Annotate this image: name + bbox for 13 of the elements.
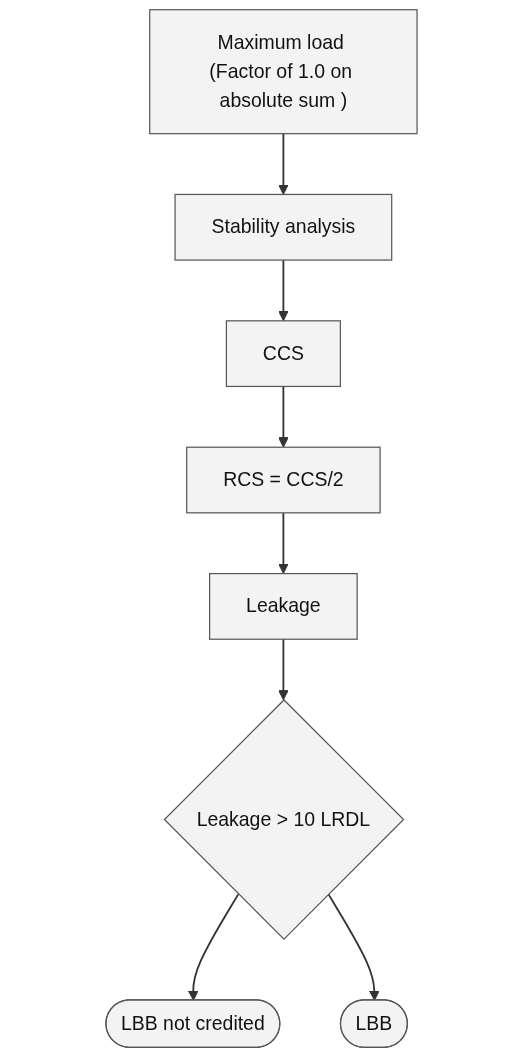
arrow — [327, 893, 380, 1001]
arrow — [278, 259, 289, 322]
node-box: RCS = CCS/2 — [186, 446, 381, 514]
arrow — [278, 385, 289, 448]
arrow — [278, 132, 289, 195]
node-box: Leakage — [209, 573, 358, 640]
node-diamond: Leakage > 10 LRDL — [163, 699, 405, 940]
arrow — [278, 638, 289, 701]
arrow — [278, 511, 289, 575]
node-box: Maximum load (Factor of 1.0 on absolute sum ) — [149, 9, 418, 135]
arrow — [187, 893, 240, 1001]
node-box: Stability analysis — [174, 193, 393, 261]
node-box: CCS — [225, 320, 341, 388]
